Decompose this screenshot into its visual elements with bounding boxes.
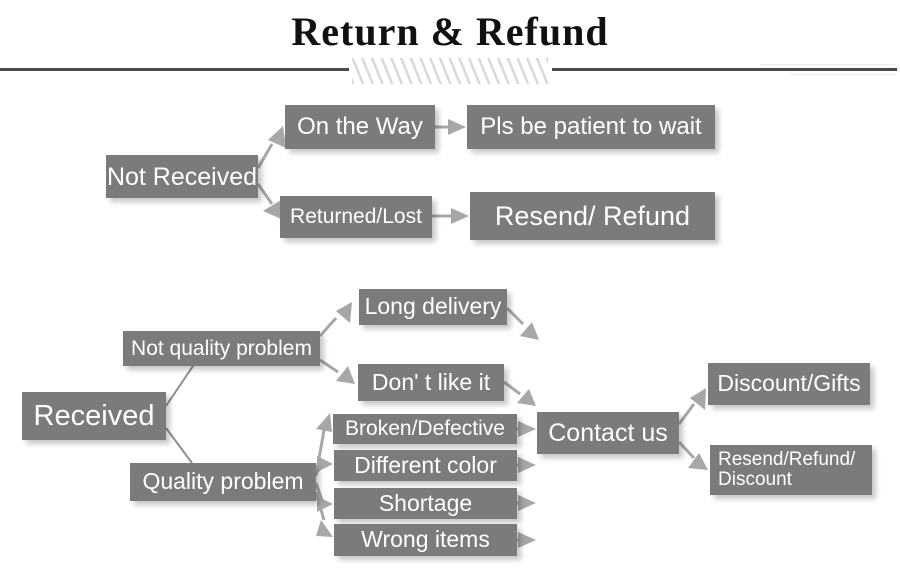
node-not-quality: Not quality problem: [123, 331, 320, 366]
node-broken-defective: Broken/Defective: [333, 414, 517, 444]
node-resend-refund: Resend/ Refund: [470, 192, 715, 240]
node-not-received: Not Received: [106, 155, 258, 198]
divider-rule-right: [552, 68, 897, 71]
node-returned-lost: Returned/Lost: [280, 196, 432, 238]
node-contact-us: Contact us: [537, 412, 679, 454]
node-dont-like-it: Don' t like it: [358, 364, 504, 401]
node-different-color: Different color: [334, 450, 517, 481]
node-quality-problem: Quality problem: [130, 463, 316, 501]
divider-faint-line-b: [790, 74, 895, 75]
node-long-delivery: Long delivery: [359, 289, 507, 325]
node-received: Received: [22, 392, 166, 440]
page-title: Return & Refund: [291, 9, 609, 54]
node-pls-be-patient: Pls be patient to wait: [467, 105, 715, 149]
divider-rule-left: [0, 68, 349, 71]
node-discount-gifts: Discount/Gifts: [708, 363, 870, 405]
divider-faint-line-a: [760, 64, 895, 65]
node-shortage: Shortage: [334, 488, 517, 519]
divider-hatch-icon: [352, 58, 548, 84]
node-resend-refund-discount: Resend/Refund/ Discount: [710, 445, 872, 495]
node-wrong-items: Wrong items: [334, 524, 517, 556]
node-on-the-way: On the Way: [285, 105, 435, 149]
